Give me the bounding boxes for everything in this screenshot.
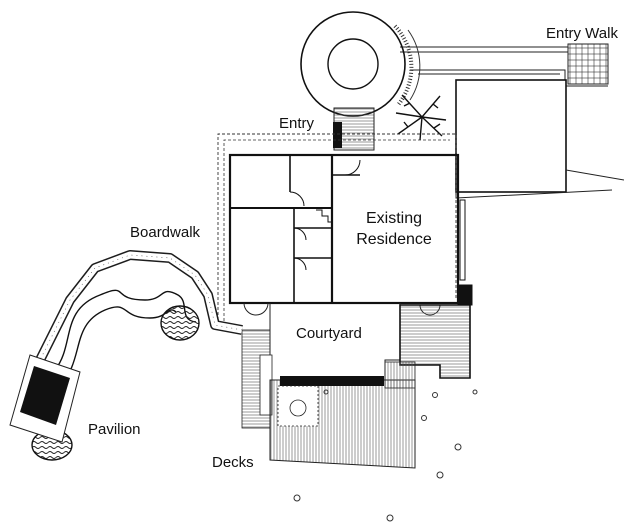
property-line — [223, 139, 450, 326]
entry-stair — [333, 107, 375, 151]
circular-entry-court — [300, 11, 421, 117]
right-building — [455, 79, 624, 199]
label-decks: Decks — [212, 454, 254, 471]
label-boardwalk: Boardwalk — [130, 224, 201, 241]
entry-walk — [400, 43, 609, 87]
label-courtyard: Courtyard — [296, 325, 362, 342]
tree-icon — [395, 94, 447, 141]
existing-residence — [228, 153, 473, 306]
property-line — [217, 133, 457, 330]
stepping-stones — [293, 389, 478, 522]
pond — [160, 305, 200, 341]
label-existing-line1: Existing — [366, 210, 422, 227]
label-existing-line2: Residence — [356, 231, 432, 248]
boardwalk — [35, 250, 243, 386]
pavilion — [9, 354, 81, 443]
label-entry: Entry — [279, 115, 315, 132]
label-entry-walk: Entry Walk — [546, 25, 618, 42]
label-pavilion: Pavilion — [88, 421, 141, 438]
decks — [241, 304, 471, 469]
